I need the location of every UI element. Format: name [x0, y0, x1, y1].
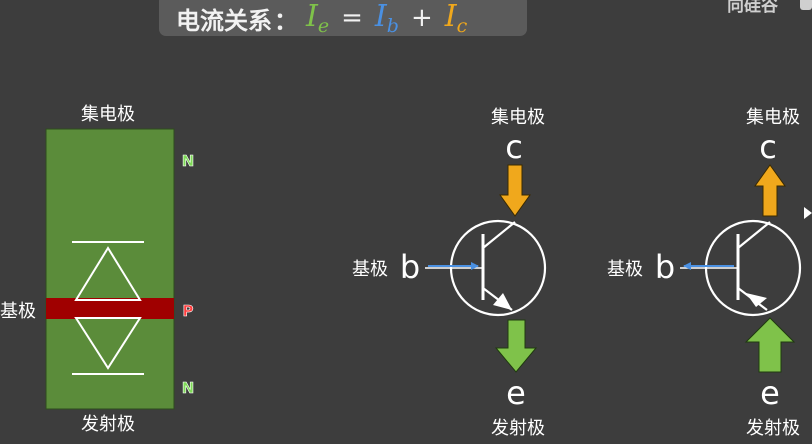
- equals-sign: =: [341, 3, 363, 33]
- t1-base-letter: b: [400, 248, 420, 286]
- block-emitter-label: 发射极: [81, 414, 135, 435]
- transistor-npn-electron-flow: 集电极 c 基极 b e 发射极: [607, 107, 802, 439]
- t2-emitter-arrow-in: [744, 317, 796, 373]
- npn-layer-block: 集电极 基极 发射极 N P N: [0, 104, 195, 435]
- formula-title: 电流关系 ： Ie = Ib + Ic: [176, 0, 468, 37]
- t1-collector-label: 集电极: [491, 107, 545, 128]
- t2-emitter-letter: e: [760, 374, 780, 412]
- current-ib: Ib: [374, 0, 399, 37]
- t2-emitter-label: 发射极: [746, 418, 800, 439]
- title-colon: ：: [274, 6, 298, 35]
- t1-emitter-letter: e: [506, 374, 526, 412]
- t2-collector-letter: c: [759, 128, 777, 166]
- npn-block-body: [45, 128, 175, 410]
- t1-collector-arrow-in: [499, 164, 531, 217]
- play-triangle-icon: [804, 207, 812, 219]
- t2-collector-lead: [737, 221, 771, 249]
- t2-base-letter: b: [655, 248, 675, 286]
- layer-n-bottom: N: [182, 379, 195, 397]
- t2-collector-label: 集电极: [746, 107, 800, 128]
- p-base-layer: [46, 298, 174, 319]
- t1-collector-lead: [482, 221, 516, 249]
- t2-base-label: 基极: [607, 259, 643, 280]
- t1-emitter-arrowhead: [493, 293, 512, 310]
- block-collector-label: 集电极: [81, 104, 135, 125]
- t1-base-label: 基极: [352, 259, 388, 280]
- diode-symbol-lower: [72, 317, 144, 375]
- t1-emitter-arrow-out: [494, 319, 538, 373]
- t1-collector-letter: c: [505, 128, 523, 166]
- block-base-label: 基极: [0, 301, 36, 322]
- plus-sign: +: [410, 3, 433, 33]
- formula-title-bar: [159, 0, 527, 36]
- t2-emitter-arrowhead: [746, 293, 767, 307]
- title-label: 电流关系: [176, 6, 272, 35]
- layer-p-middle: P: [183, 302, 194, 320]
- current-ie: Ie: [306, 0, 330, 37]
- current-ic: Ic: [444, 0, 468, 37]
- diode-symbol-upper: [72, 241, 144, 301]
- author-watermark: 向硅谷: [727, 0, 778, 16]
- t2-collector-arrow-out: [754, 164, 786, 217]
- t1-emitter-label: 发射极: [491, 418, 545, 439]
- watermark-icon: [800, 0, 812, 10]
- layer-n-top: N: [182, 152, 195, 170]
- transistor-npn-conventional: 集电极 c 基极 b e 发射极: [352, 107, 547, 439]
